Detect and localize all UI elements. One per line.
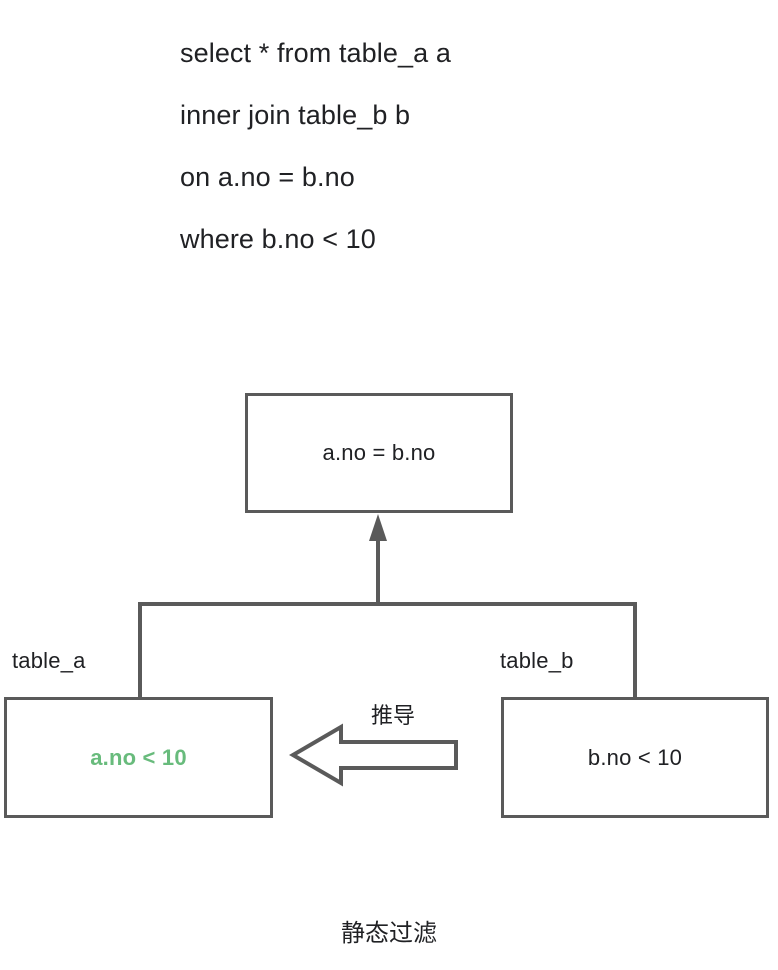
node-table-b-filter-text: b.no < 10 xyxy=(587,744,683,770)
derive-block-arrow-icon xyxy=(289,723,458,787)
label-derive-arrow: 推导 xyxy=(371,703,416,728)
sql-line-3: on a.no = b.no xyxy=(180,162,355,192)
node-table-b-filter: b.no < 10 xyxy=(501,697,769,818)
label-table-a: table_a xyxy=(12,648,86,673)
sql-snippet: select * from table_a a inner join table… xyxy=(180,22,600,270)
sql-line-1: select * from table_a a xyxy=(180,38,451,68)
node-join-condition-text: a.no = b.no xyxy=(322,440,436,465)
sql-line-4: where b.no < 10 xyxy=(180,224,376,254)
node-table-a-filter: a.no < 10 xyxy=(4,697,273,818)
sql-line-2: inner join table_b b xyxy=(180,100,411,130)
label-table-b: table_b xyxy=(500,648,574,673)
diagram-caption: 静态过滤 xyxy=(341,920,437,947)
connector-arrowhead-up-icon xyxy=(369,514,387,541)
node-table-a-filter-text: a.no < 10 xyxy=(90,744,187,770)
node-join-condition: a.no = b.no xyxy=(245,393,513,513)
